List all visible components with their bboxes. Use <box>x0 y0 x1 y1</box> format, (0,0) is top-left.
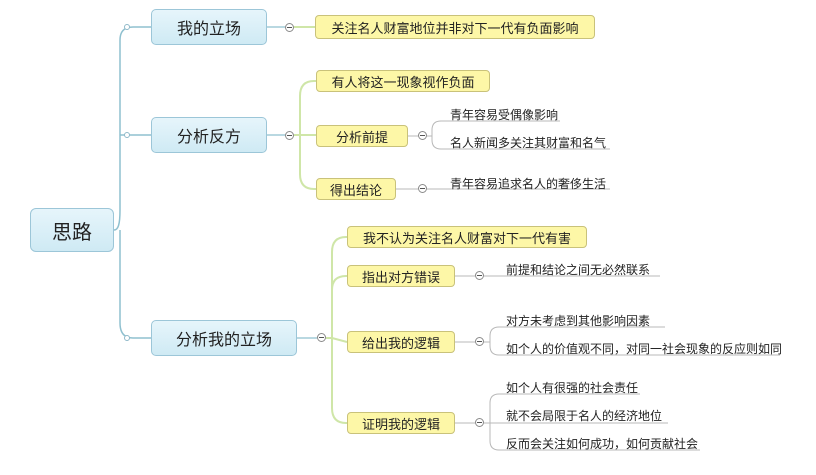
connector-dot <box>124 24 130 30</box>
my-claim-node[interactable]: 我不认为关注名人财富对下一代有害 <box>347 226 587 248</box>
leaf-text: 名人新闻多关注其财富和名气 <box>450 136 607 150</box>
branch-my-stance[interactable]: 我的立场 <box>151 9 267 45</box>
node-label: 分析前提 <box>335 130 388 146</box>
node-label: 给出我的逻辑 <box>361 336 440 352</box>
node-label: 指出对方错误 <box>361 270 440 286</box>
collapse-toggle-icon[interactable] <box>418 131 427 140</box>
branch-connector <box>331 337 348 343</box>
collapse-toggle-icon[interactable] <box>475 418 484 427</box>
draw-conclusion-node[interactable]: 得出结论 <box>316 178 396 200</box>
branch-connector <box>331 275 347 338</box>
collapse-toggle-icon[interactable] <box>475 337 484 346</box>
root-node[interactable]: 思路 <box>30 208 114 252</box>
branch-connector <box>299 80 316 135</box>
opponent-view-node[interactable]: 有人将这一现象视作负面 <box>316 70 490 92</box>
node-label: 关注名人财富地位并非对下一代有负面影响 <box>331 21 579 37</box>
root-connector <box>113 26 151 231</box>
collapse-toggle-icon[interactable] <box>317 333 326 342</box>
leaf-text: 如个人的价值观不同，对同一社会现象的反应则如同 <box>506 342 783 356</box>
point-out-error-node[interactable]: 指出对方错误 <box>347 265 455 287</box>
collapse-toggle-icon[interactable] <box>285 23 294 32</box>
node-label: 得出结论 <box>329 183 382 199</box>
prove-my-logic-node[interactable]: 证明我的逻辑 <box>347 412 455 434</box>
node-label: 有人将这一现象视作负面 <box>331 75 475 91</box>
branch-label: 我的立场 <box>176 19 241 38</box>
node-label: 证明我的逻辑 <box>361 417 440 433</box>
leaf-text: 青年容易受偶像影响 <box>450 108 559 122</box>
branch-connector <box>331 236 347 338</box>
stance-statement-node[interactable]: 关注名人财富地位并非对下一代有负面影响 <box>315 15 595 39</box>
leaf-text: 前提和结论之间无必然联系 <box>506 263 651 277</box>
leaf-connector <box>427 120 560 137</box>
branch-analyze-opponent[interactable]: 分析反方 <box>151 117 267 153</box>
branch-connector <box>331 338 347 424</box>
leaf-text: 反而会关注如何成功，如何贡献社会 <box>506 437 699 451</box>
branch-connector <box>299 135 316 190</box>
collapse-toggle-icon[interactable] <box>285 131 294 140</box>
leaf-text: 对方未考虑到其他影响因素 <box>506 314 651 328</box>
root-connector <box>119 230 151 339</box>
leaf-connector <box>489 342 780 356</box>
connector-dot <box>124 132 130 138</box>
leaf-connector <box>489 423 700 451</box>
root-label: 思路 <box>52 219 92 244</box>
leaf-text: 如个人有很强的社会责任 <box>506 381 639 395</box>
connector-dot <box>124 335 130 341</box>
leaf-connector <box>431 136 610 150</box>
leaf-text: 就不会局限于名人的经济地位 <box>506 409 663 423</box>
leaf-text: 青年容易追求名人的奢侈生活 <box>450 177 607 191</box>
branch-analyze-my-stance[interactable]: 分析我的立场 <box>151 320 297 356</box>
branch-label: 分析反方 <box>176 127 241 146</box>
branch-label: 分析我的立场 <box>175 330 272 349</box>
node-label: 我不认为关注名人财富对下一代有害 <box>362 231 571 247</box>
collapse-toggle-icon[interactable] <box>418 184 427 193</box>
collapse-toggle-icon[interactable] <box>475 271 484 280</box>
leaf-connector <box>484 326 665 343</box>
leaf-connector <box>484 393 640 424</box>
give-my-logic-node[interactable]: 给出我的逻辑 <box>347 331 455 353</box>
analyze-premise-node[interactable]: 分析前提 <box>316 125 408 147</box>
